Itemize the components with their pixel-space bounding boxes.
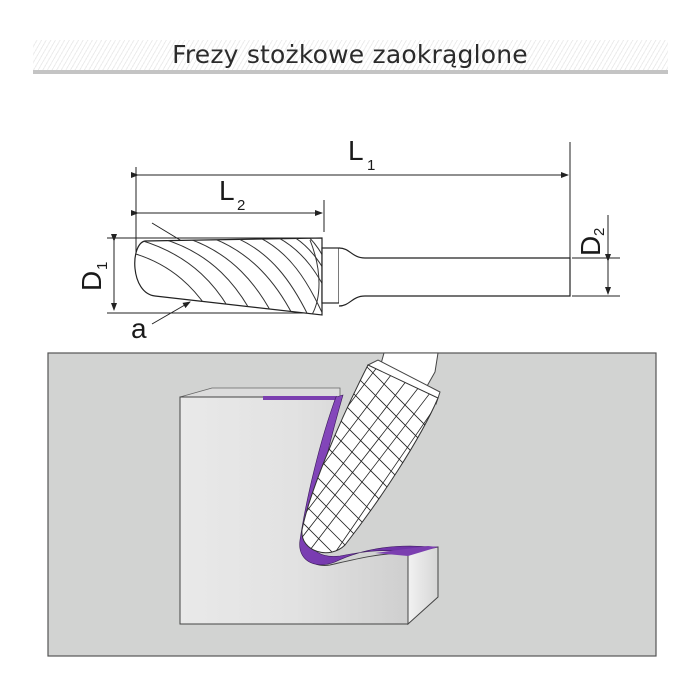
cut-top-edge [263,396,337,400]
dimension-D2: D 2 [572,215,620,297]
l-shaped-workpiece [179,387,439,626]
svg-text:D: D [575,236,606,256]
svg-text:2: 2 [237,197,245,214]
svg-text:2: 2 [591,228,608,236]
svg-text:L: L [219,175,235,206]
header-underline [33,70,668,74]
svg-text:1: 1 [367,157,375,174]
svg-text:L: L [348,135,364,166]
burr-head [134,237,323,316]
dimension-L1: L 1 [131,135,569,178]
dimension-D1: D 1 [76,234,322,314]
page-title-text: Frezy stożkowe zaokrąglone [172,40,528,69]
page-title: Frezy stożkowe zaokrąglone [0,40,700,70]
svg-text:D: D [76,271,107,291]
label-a: a [131,313,147,344]
svg-text:1: 1 [94,262,111,270]
dimension-L2: L 2 [131,175,323,216]
burr-shank [321,247,571,307]
header-hatched-background [33,40,668,70]
